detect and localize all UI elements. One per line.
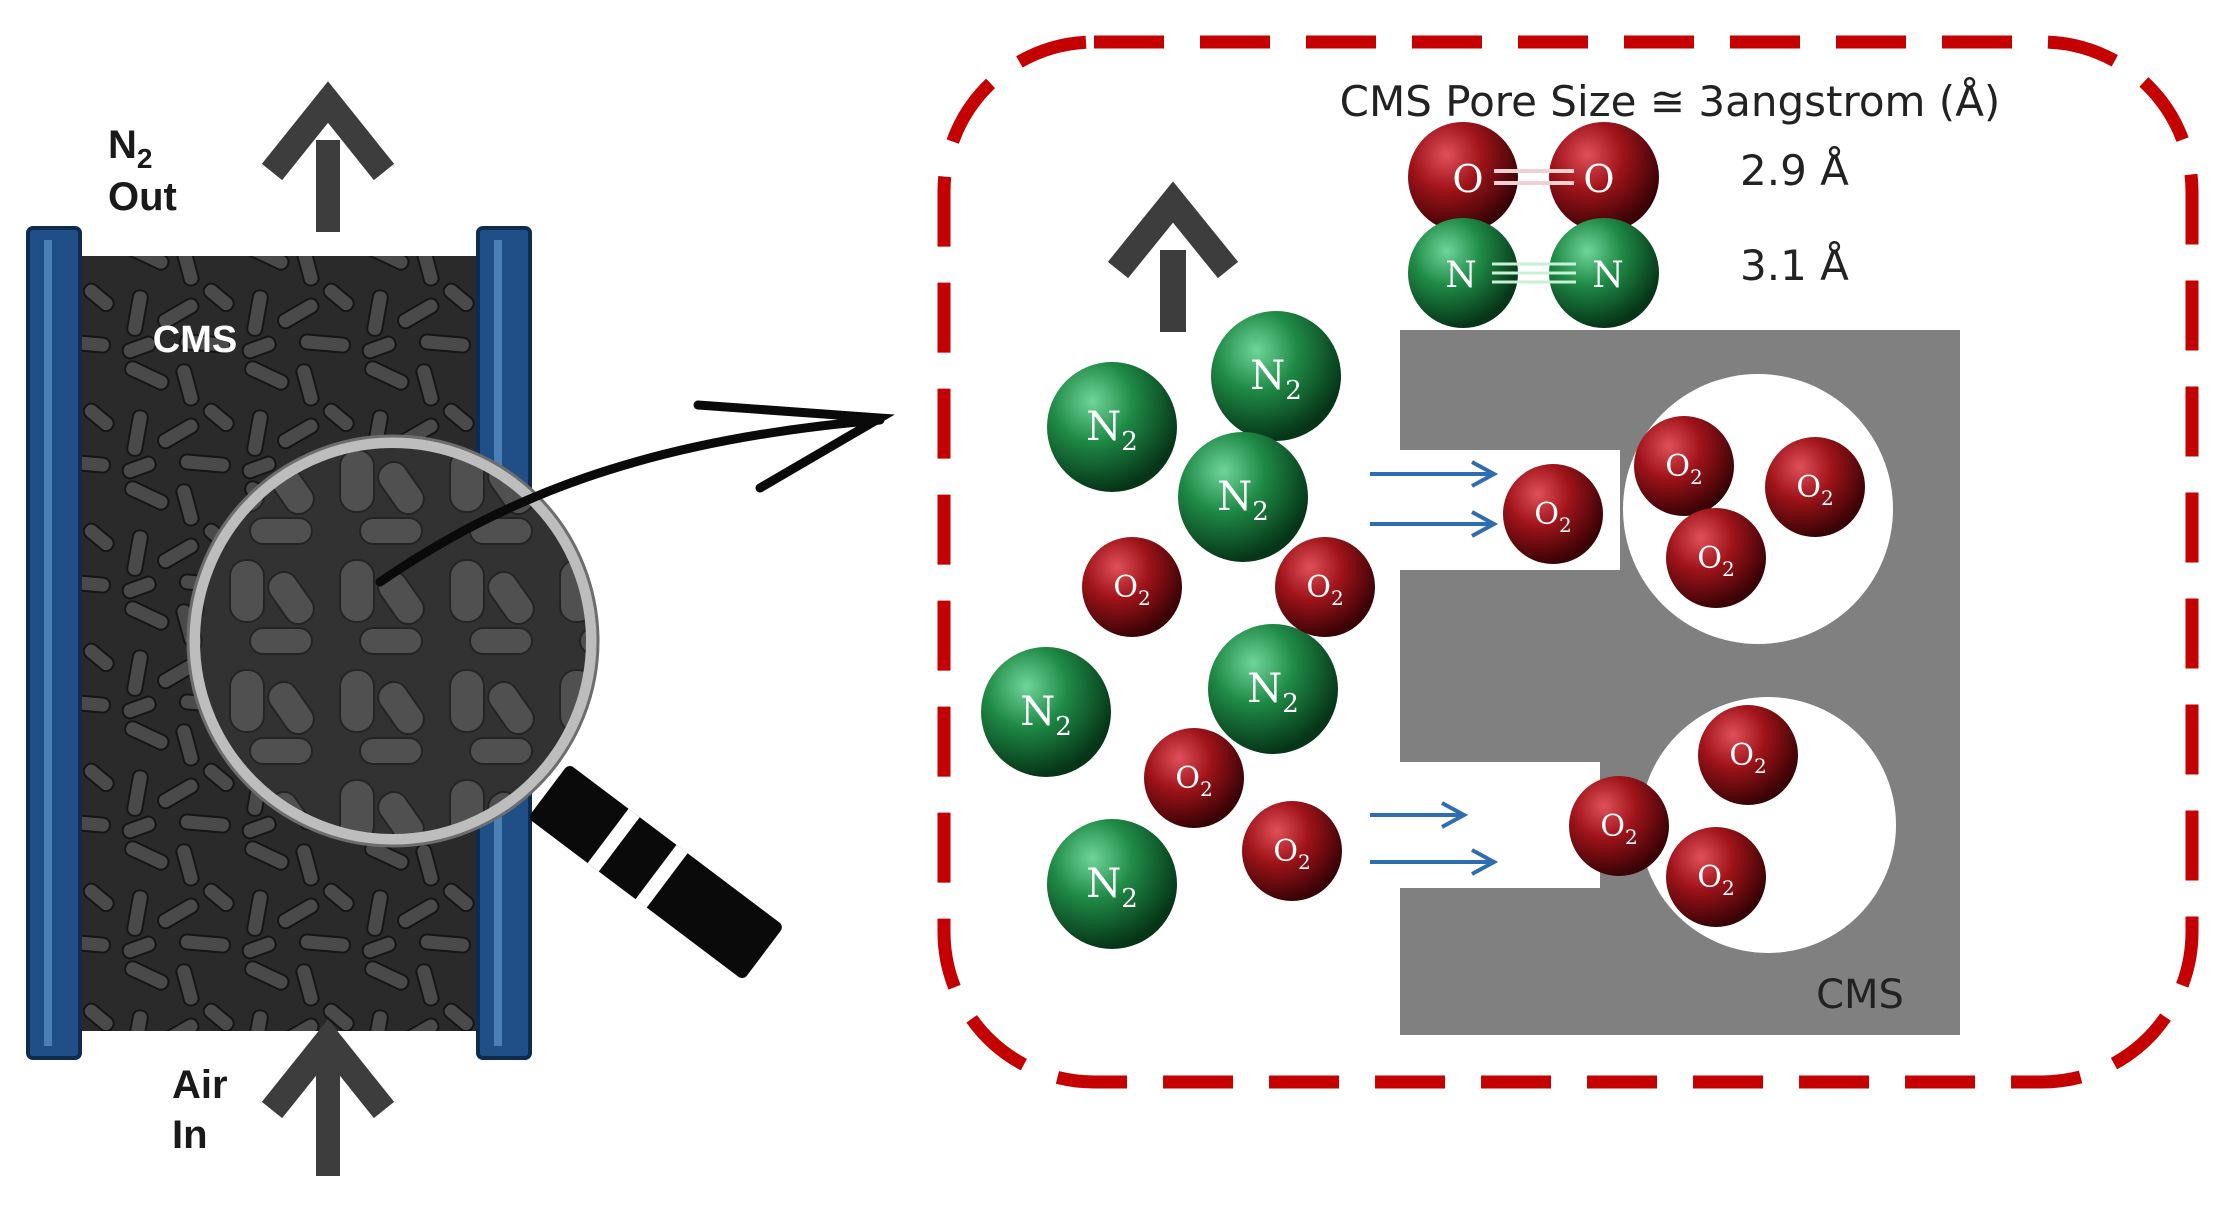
n2-out-label: N2	[108, 123, 152, 174]
n2-molecule-text: N2	[1217, 474, 1269, 527]
column-wall-left	[26, 226, 82, 1060]
magnifier-icon	[186, 434, 782, 979]
flow-arrow	[1370, 801, 1469, 829]
air-in-label: Air	[172, 1063, 228, 1107]
o2-legend-atom-right: O	[1583, 157, 1614, 201]
n2-molecule-text: N2	[1247, 666, 1299, 719]
n2-size-label: 3.1 Å	[1740, 240, 1849, 290]
o2-molecule-in-pore: O2	[1503, 464, 1603, 564]
n2-molecule-text: N2	[1250, 353, 1302, 406]
pore-size-title: CMS Pore Size ≅ 3angstrom (Å)	[1340, 76, 2001, 126]
o2-molecule-text: O2	[1175, 761, 1212, 801]
n2-molecule: N2	[1211, 311, 1341, 441]
o2-molecule-text: O2	[1665, 449, 1702, 489]
n2-molecule: N2	[1047, 819, 1177, 949]
o2-molecule-text: O2	[1306, 570, 1343, 610]
flow-arrow	[1370, 510, 1499, 538]
n2-legend-atom-right: N	[1592, 255, 1624, 296]
n2-molecule-text: N2	[1086, 861, 1138, 914]
flow-arrows	[1370, 460, 1499, 876]
cms-block-label: CMS	[1816, 972, 1904, 1018]
n2-molecule-text: N2	[1020, 689, 1072, 742]
o2-molecule-in-pore: O2	[1666, 827, 1766, 927]
o2-molecule-text: O2	[1697, 860, 1734, 900]
o2-molecule-text: O2	[1273, 834, 1310, 874]
o2-molecule-in-pore: O2	[1666, 508, 1766, 608]
o2-molecule: O2	[1275, 537, 1375, 637]
n2-legend-molecule: N N	[1408, 218, 1659, 328]
n2-molecule: N2	[1178, 432, 1308, 562]
flow-arrow	[1370, 460, 1499, 488]
column-wall-left-highlight	[44, 240, 52, 1046]
o2-molecule-text: O2	[1729, 738, 1766, 778]
detail-panel-border	[937, 35, 2199, 1089]
o2-size-label: 2.9 Å	[1740, 145, 1849, 195]
column-cms-label: CMS	[153, 319, 237, 361]
air-in-label-line2: In	[172, 1113, 208, 1157]
air-in-arrow	[261, 1019, 395, 1176]
o2-molecule-in-pore: O2	[1569, 776, 1669, 876]
n2-molecule: N2	[1047, 362, 1177, 492]
o2-molecule-text: O2	[1534, 497, 1571, 537]
n2-molecule: N2	[1208, 624, 1338, 754]
n2-legend-atom-left: N	[1445, 255, 1477, 296]
o2-molecule-in-pore: O2	[1634, 416, 1734, 516]
zoom-pointer-arrow	[375, 400, 895, 587]
o2-molecule-text: O2	[1113, 570, 1150, 610]
o2-molecule: O2	[1082, 537, 1182, 637]
o2-molecule: O2	[1242, 801, 1342, 901]
n2-out-arrow	[261, 81, 395, 232]
n2-out-label-line2: Out	[108, 175, 177, 219]
o2-legend-atom-left: O	[1452, 157, 1483, 201]
o2-molecule-text: O2	[1697, 541, 1734, 581]
n2-molecule-text: N2	[1086, 404, 1138, 457]
flow-arrow	[1370, 848, 1499, 876]
o2-molecule-in-pore: O2	[1765, 437, 1865, 537]
n2-flow-up-arrow	[1107, 181, 1239, 332]
o2-molecule-in-pore: O2	[1698, 705, 1798, 805]
o2-molecule-text: O2	[1796, 470, 1833, 510]
n2-molecule: N2	[981, 647, 1111, 777]
o2-molecule: O2	[1144, 728, 1244, 828]
o2-molecule-text: O2	[1600, 809, 1637, 849]
o2-legend-molecule: O O	[1408, 122, 1659, 232]
